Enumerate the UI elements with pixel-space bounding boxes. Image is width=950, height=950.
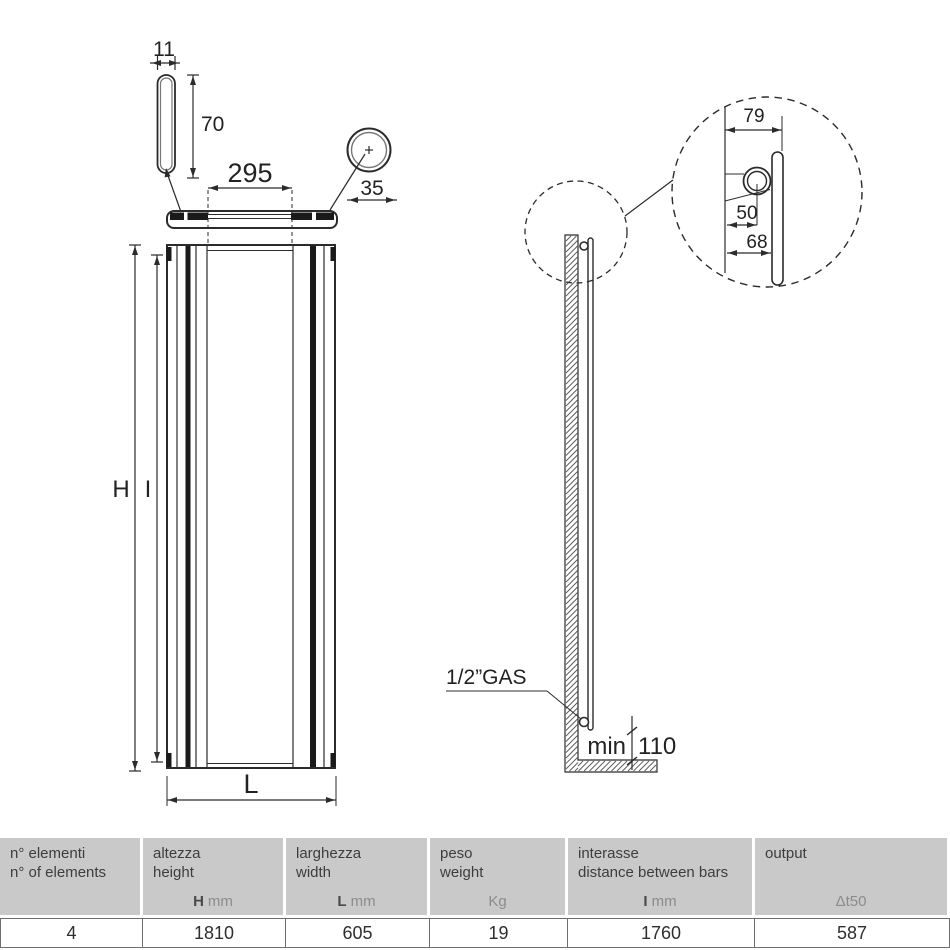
col-label-it: larghezza (296, 845, 362, 862)
tube-cross-section (329, 127, 392, 211)
col-label-it: output (765, 845, 807, 862)
col-label-it: interasse (578, 845, 639, 862)
col-label-en: n° of elements (10, 864, 107, 881)
dim-label-50: 50 (736, 203, 757, 224)
top-view-cap (166, 210, 338, 229)
value-output: 587 (755, 919, 950, 947)
side-view-wall (564, 234, 658, 773)
dim-label-35: 35 (360, 177, 383, 200)
dim-70 (187, 74, 199, 179)
value-height: 1810 (143, 919, 286, 947)
col-label-it: n° elementi (10, 845, 86, 862)
min-label: min (587, 733, 626, 760)
dim-label-70: 70 (201, 113, 224, 136)
dim-label-H: H (112, 476, 129, 503)
dim-label-79: 79 (743, 106, 764, 127)
dim-label-68: 68 (746, 232, 767, 253)
spec-table-value-row: 4 1810 605 19 1760 587 (0, 918, 950, 948)
col-label-en: height (153, 864, 194, 881)
element-profile-capsule (156, 74, 182, 213)
dim-label-110: 110 (638, 733, 676, 760)
col-label-it: altezza (153, 845, 201, 862)
detail-view (724, 107, 784, 286)
spec-table-header-row: n° elementi n° of elements altezza heigh… (0, 838, 950, 915)
col-header-weight: peso weight Kg (430, 838, 568, 915)
col-unit: Kg (488, 893, 507, 910)
dim-295 (207, 187, 293, 249)
spec-table: n° elementi n° of elements altezza heigh… (0, 838, 950, 948)
dim-L (166, 776, 337, 806)
value-interaxis: 1760 (568, 919, 755, 947)
dim-label-11: 11 (153, 38, 175, 61)
side-view-panel (578, 237, 594, 731)
dim-min-110 (626, 716, 638, 770)
col-unit: Δt50 (835, 893, 867, 910)
value-weight: 19 (430, 919, 568, 947)
dimension-arrowheads (132, 60, 781, 803)
col-label-en: distance between bars (578, 864, 729, 881)
col-label-en: width (296, 864, 332, 881)
col-label-en: weight (440, 864, 484, 881)
front-view-body (166, 244, 336, 769)
drawing-canvas: 11 70 295 35 H I L 1/2”GAS min 110 79 50… (112, 38, 863, 806)
gas-connection-label: 1/2”GAS (446, 666, 527, 689)
value-elements: 4 (0, 919, 143, 947)
dim-label-L: L (243, 769, 258, 799)
dim-label-I: I (145, 476, 152, 503)
col-header-output: output Δt50 (755, 838, 950, 915)
dim-I (151, 254, 163, 763)
gas-leader (446, 690, 582, 720)
col-label-it: peso (440, 845, 473, 862)
detail-callout-circles (524, 96, 863, 288)
col-header-elements: n° elementi n° of elements (0, 838, 143, 915)
dim-label-295: 295 (227, 158, 272, 188)
value-width: 605 (286, 919, 430, 947)
dim-H (129, 244, 141, 772)
